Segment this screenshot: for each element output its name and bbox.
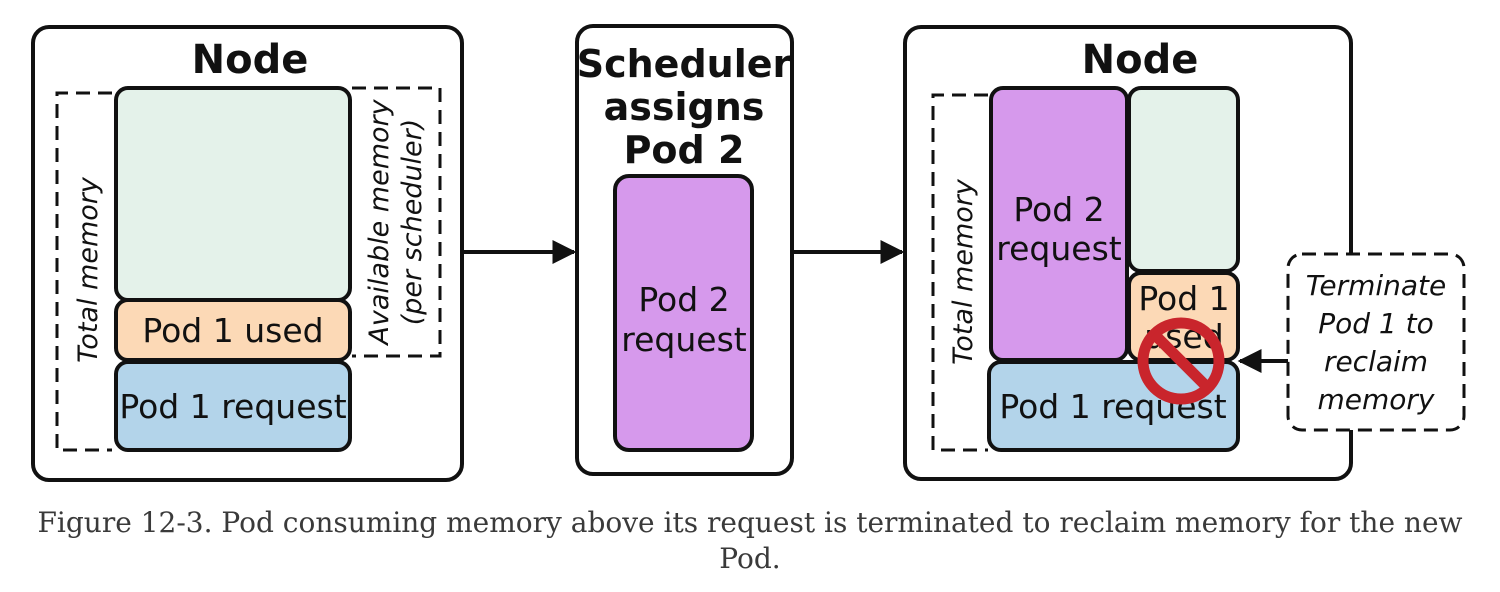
pod2-request-line2: request [996, 229, 1122, 268]
pod1-used-label: Pod 1 used [142, 311, 323, 350]
scheduler-panel: Scheduler assigns Pod 2 Pod 2 request [575, 24, 794, 476]
left-node-title: Node [192, 37, 309, 83]
available-memory-bracket [352, 86, 442, 358]
scheduler-title-line3: Pod 2 [624, 128, 745, 172]
free-memory-block [1127, 86, 1240, 273]
terminate-note-line1: Terminate [1306, 269, 1447, 302]
terminate-note-line2: Pod 1 to [1318, 307, 1434, 340]
pod2-request-line1: Pod 2 [1013, 190, 1104, 229]
right-node: Node Total memory Pod 2 request Pod 1 us… [903, 25, 1353, 481]
pod2-request-block [613, 174, 754, 452]
figure-caption: Figure 12-3. Pod consuming memory above … [37, 506, 1463, 575]
total-memory-label: Total memory [948, 178, 979, 365]
total-memory-bracket [931, 93, 988, 452]
left-node: Node Total memory Available memory (per … [31, 25, 464, 482]
right-node-title: Node [1082, 37, 1199, 83]
terminate-note-line4: memory [1318, 383, 1435, 416]
terminate-note-box [1286, 252, 1466, 432]
pod1-request-label: Pod 1 request [119, 387, 346, 426]
terminate-note-line3: reclaim [1324, 345, 1428, 378]
prohibited-icon [1137, 317, 1225, 405]
memory-reclaim-diagram: Node Total memory Available memory (per … [31, 24, 1466, 482]
total-memory-bracket [55, 91, 112, 452]
pod2-request-line1: Pod 2 [638, 280, 729, 319]
pod1-request-block [987, 360, 1240, 452]
pod1-used-line1: Pod 1 [1138, 279, 1229, 318]
scheduler-title-line1: Scheduler [577, 42, 792, 86]
pod2-request-line2: request [621, 320, 747, 359]
total-memory-label: Total memory [73, 176, 104, 363]
terminate-note: Terminate Pod 1 to reclaim memory [1286, 252, 1466, 432]
scheduler-title-line2: assigns [604, 85, 765, 129]
available-memory-label-1: Available memory [364, 98, 395, 346]
free-memory-block [114, 86, 352, 302]
available-memory-label-2: (per scheduler) [397, 119, 428, 326]
pod1-request-block [114, 360, 352, 452]
